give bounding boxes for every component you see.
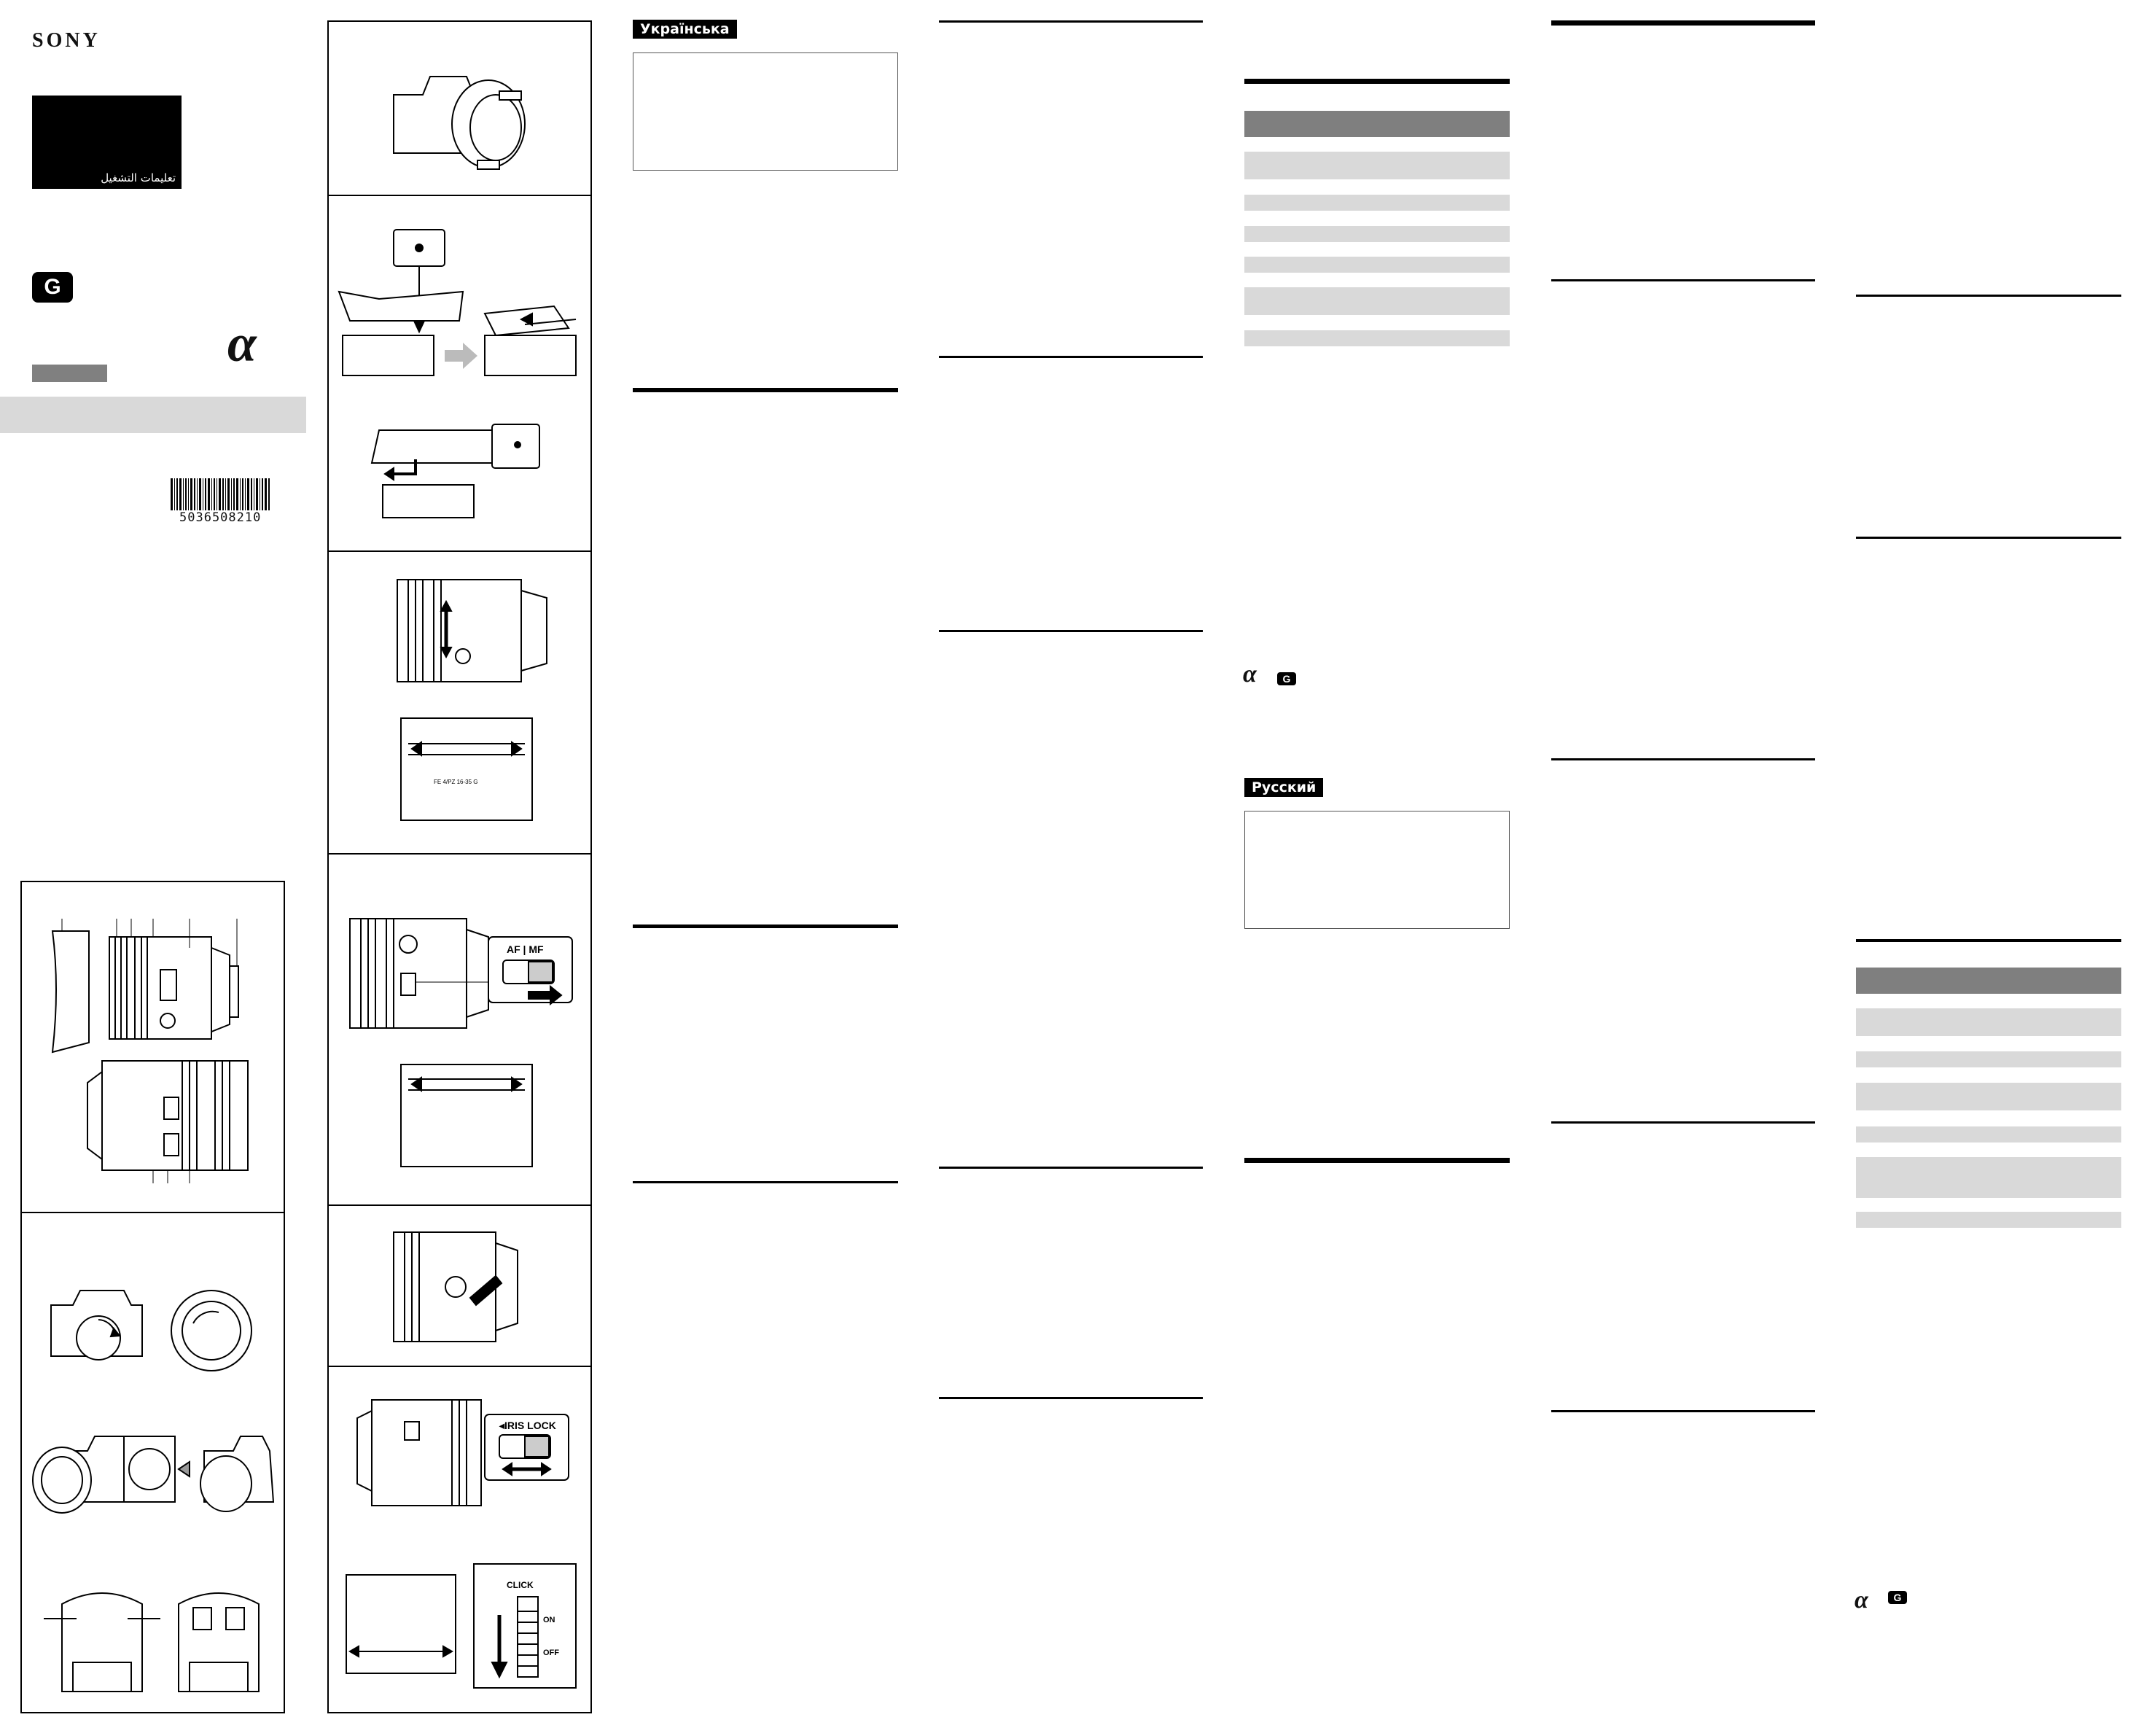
section-rule xyxy=(939,630,1203,632)
arabic-title: تعليمات التشغيل xyxy=(101,171,176,184)
section-rule xyxy=(633,1181,898,1183)
spec-table-row xyxy=(1244,195,1510,211)
section-rule xyxy=(939,1167,1203,1169)
panel-divider xyxy=(327,853,592,855)
model-label-bar xyxy=(32,365,107,382)
lens-model-text: FE 4/PZ 16-35 G xyxy=(434,779,477,785)
notice-box xyxy=(633,52,898,171)
g-master-badge: G xyxy=(32,272,73,303)
af-mf-label: AF | MF xyxy=(507,943,544,955)
cover-gray-band xyxy=(0,397,306,433)
spec-table-row xyxy=(1856,1157,2121,1198)
spec-table-row xyxy=(1244,226,1510,242)
spec-table-row xyxy=(1856,1212,2121,1228)
spec-table-header xyxy=(1244,111,1510,137)
spec-table-row xyxy=(1856,1126,2121,1143)
click-switch-diagram: CLICK ON OFF xyxy=(346,1563,577,1689)
language-label-russian: Русский xyxy=(1244,778,1324,797)
lens-cap-diagram xyxy=(44,1592,260,1692)
section-rule xyxy=(1856,939,2121,942)
focus-hold-diagram xyxy=(393,1231,518,1342)
spec-table-row xyxy=(1856,1083,2121,1110)
panel-divider xyxy=(20,1212,285,1213)
spec-table-row xyxy=(1244,152,1510,179)
iris-lock-label: ◂IRIS LOCK xyxy=(499,1420,556,1431)
focus-ring-diagram xyxy=(400,1064,533,1167)
diagram-frame-left xyxy=(20,881,285,1713)
g-mark: G xyxy=(1277,672,1296,685)
spec-table-row xyxy=(1856,1051,2121,1067)
section-rule xyxy=(1551,279,1815,281)
click-label: CLICK xyxy=(507,1580,534,1590)
lens-parts-diagram xyxy=(51,919,249,1183)
panel-divider xyxy=(327,550,592,552)
section-rule xyxy=(633,925,898,928)
on-label: ON xyxy=(543,1616,555,1624)
section-rule xyxy=(633,388,898,392)
cover-title-block: تعليمات التشغيل xyxy=(32,96,182,189)
spec-table-row xyxy=(1244,287,1510,315)
panel-divider xyxy=(327,1204,592,1206)
section-rule xyxy=(939,1397,1203,1399)
lens-hood-diagram xyxy=(338,229,577,518)
spec-table-row xyxy=(1244,257,1510,273)
camera-icon xyxy=(393,76,526,170)
section-rule xyxy=(939,20,1203,23)
section-rule xyxy=(1551,20,1815,26)
alpha-logo: α xyxy=(227,314,257,373)
section-rule xyxy=(1551,1121,1815,1124)
g-mark: G xyxy=(1888,1591,1907,1604)
section-rule xyxy=(1551,1410,1815,1412)
spec-table-header xyxy=(1856,968,2121,994)
spec-table-row xyxy=(1856,1008,2121,1036)
focus-mode-diagram: AF | MF xyxy=(349,918,573,1029)
spec-table-row xyxy=(1244,330,1510,346)
lens-mount-diagram xyxy=(32,1436,275,1514)
language-label-ukrainian: Українська xyxy=(633,20,737,39)
diagram-frame-right xyxy=(327,20,592,1713)
iris-lock-diagram: ◂IRIS LOCK xyxy=(356,1399,569,1506)
zoom-lever-diagram: FE 4/PZ 16-35 G xyxy=(397,579,547,821)
panel-divider xyxy=(327,1366,592,1367)
camera-cap-diagram xyxy=(50,1290,252,1371)
brand-logo: SONY xyxy=(32,29,101,52)
notice-box xyxy=(1244,811,1510,929)
panel-divider xyxy=(327,195,592,196)
barcode-number: 5036508210 xyxy=(179,510,262,525)
off-label: OFF xyxy=(543,1649,559,1657)
alpha-mark: α xyxy=(1855,1587,1868,1614)
section-rule xyxy=(939,356,1203,358)
alpha-mark: α xyxy=(1243,661,1257,688)
section-rule xyxy=(1244,79,1510,84)
barcode-icon xyxy=(171,478,270,510)
section-rule xyxy=(1856,537,2121,539)
section-rule xyxy=(1551,758,1815,760)
section-rule xyxy=(1244,1158,1510,1163)
section-rule xyxy=(1856,295,2121,297)
